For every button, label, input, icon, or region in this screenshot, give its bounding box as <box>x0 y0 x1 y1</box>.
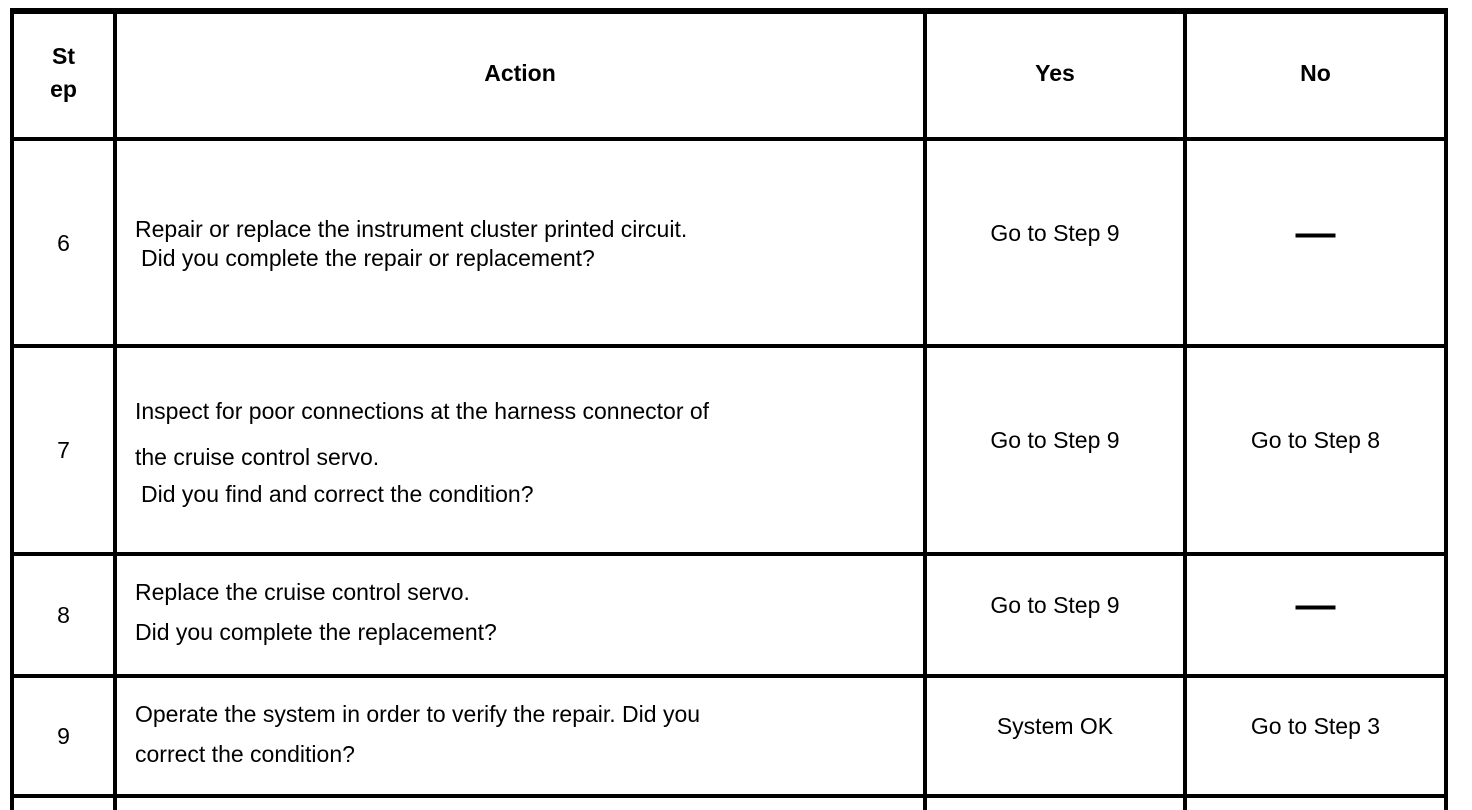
yes-cell: Go to Step 9 <box>923 344 1187 556</box>
yes-cell: System OK <box>923 674 1187 798</box>
step-number: 7 <box>57 437 70 463</box>
action-question-text: Did you find and correct the condition? <box>141 481 534 507</box>
diagnostic-steps-table: St ep Action Yes No 6 R <box>10 8 1448 798</box>
yes-result-text: Go to Step 9 <box>990 427 1120 453</box>
no-cell: — <box>1183 137 1448 348</box>
table-gridline-stub <box>1183 795 1187 810</box>
action-text: Inspect for poor connections at the harn… <box>135 398 710 470</box>
header-cell-step: St ep <box>10 8 117 141</box>
table-gridline-stub <box>113 795 117 810</box>
action-cell: Inspect for poor connections at the harn… <box>113 344 927 556</box>
table-row-step-9: 9 Operate the system in order to verify … <box>10 674 1448 798</box>
step-cell: 9 <box>10 674 117 798</box>
action-question-text: Did you complete the repair or replaceme… <box>141 244 595 271</box>
no-cell: Go to Step 8 <box>1183 344 1448 556</box>
step-number: 8 <box>57 602 70 628</box>
no-result-text: Go to Step 3 <box>1250 713 1381 739</box>
step-column-header: St ep <box>50 43 77 102</box>
action-text: Replace the cruise control servo. Did yo… <box>135 579 497 645</box>
table-row-step-6: 6 Repair or replace the instrument clust… <box>10 137 1448 348</box>
action-column-header: Action <box>484 59 556 86</box>
header-cell-yes: Yes <box>923 8 1187 141</box>
step-cell: 7 <box>10 344 117 556</box>
action-cell: Replace the cruise control servo. Did yo… <box>113 552 927 678</box>
step-cell: 8 <box>10 552 117 678</box>
table-gridline-stub <box>1444 795 1448 810</box>
yes-cell: Go to Step 9 <box>923 552 1187 678</box>
action-text: Repair or replace the instrument cluster… <box>135 215 688 242</box>
no-cell: Go to Step 3 <box>1183 674 1448 798</box>
header-cell-no: No <box>1183 8 1448 141</box>
step-number: 6 <box>57 229 70 256</box>
yes-result-text: Go to Step 9 <box>990 219 1120 246</box>
no-result-text: Go to Step 8 <box>1250 427 1381 453</box>
no-cell: — <box>1183 552 1448 678</box>
step-number: 9 <box>57 723 70 749</box>
table-row-step-8: 8 Replace the cruise control servo. Did … <box>10 552 1448 678</box>
step-cell: 6 <box>10 137 117 348</box>
no-column-header: No <box>1300 59 1331 86</box>
action-cell: Repair or replace the instrument cluster… <box>113 137 927 348</box>
yes-column-header: Yes <box>1035 59 1075 86</box>
table-gridline-stub <box>10 795 14 810</box>
table-row-step-7: 7 Inspect for poor connections at the ha… <box>10 344 1448 556</box>
yes-cell: Go to Step 9 <box>923 137 1187 348</box>
no-result-text: — <box>1295 210 1336 255</box>
no-result-text: — <box>1295 583 1336 627</box>
yes-result-text: System OK <box>996 713 1114 739</box>
header-row: St ep Action Yes No <box>10 8 1448 141</box>
header-cell-action: Action <box>113 8 927 141</box>
action-cell: Operate the system in order to verify th… <box>113 674 927 798</box>
action-text: Operate the system in order to verify th… <box>135 701 701 767</box>
yes-result-text: Go to Step 9 <box>990 592 1120 618</box>
table-gridline-stub <box>923 795 927 810</box>
